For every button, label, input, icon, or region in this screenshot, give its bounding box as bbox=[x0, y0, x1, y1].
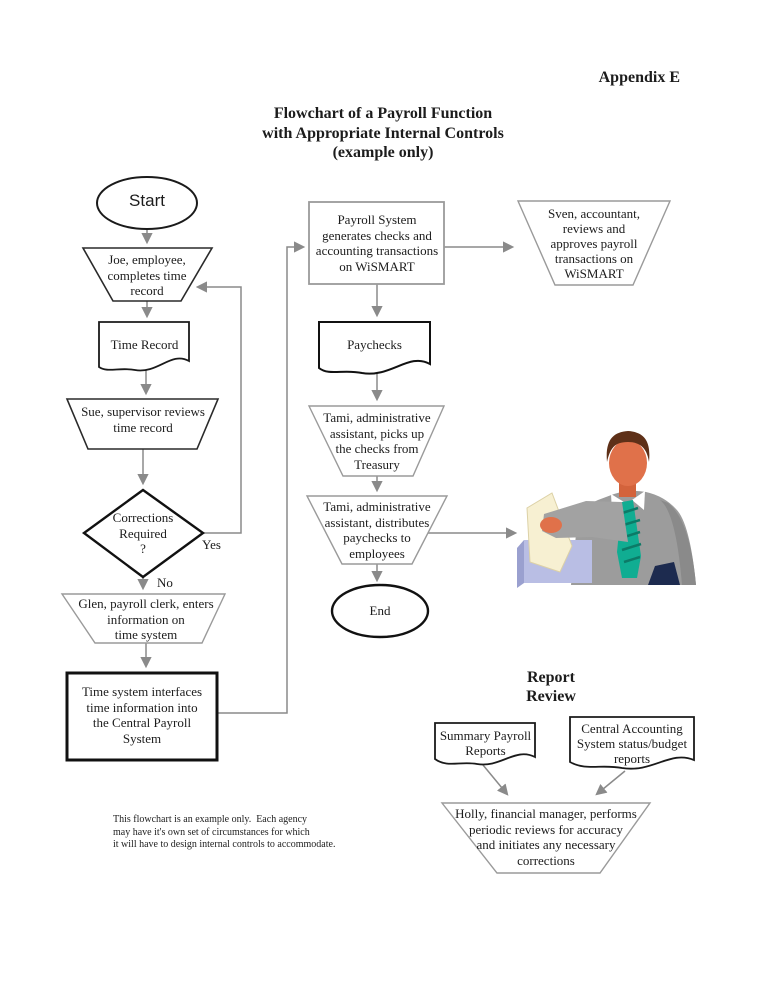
corrections-decision-diamond bbox=[81, 488, 206, 579]
summary-reports-document bbox=[434, 722, 536, 766]
central-payroll-rectangle bbox=[65, 671, 219, 762]
paychecks-document bbox=[318, 321, 431, 375]
glen-trapezoid bbox=[60, 593, 227, 644]
paychecks-label: Paychecks bbox=[347, 337, 402, 352]
report-review-heading: Report Review bbox=[526, 669, 576, 705]
tami-distribute-trapezoid bbox=[305, 495, 449, 565]
holly-trapezoid bbox=[440, 802, 652, 874]
box-side bbox=[517, 540, 524, 588]
decision-label: Corrections Required ? bbox=[112, 510, 174, 556]
time-record-document bbox=[98, 321, 190, 372]
man-head bbox=[609, 440, 647, 486]
joe-label: Joe, employee, completes time record bbox=[107, 252, 187, 298]
central-accounting-document bbox=[569, 716, 695, 770]
tami-distribute-label: Tami, administrative assistant, distribu… bbox=[323, 499, 431, 561]
man-collar-right bbox=[632, 491, 645, 510]
sue-label: Sue, supervisor reviews time record bbox=[81, 404, 205, 435]
joe-trapezoid bbox=[81, 247, 214, 302]
man-dark-detail bbox=[648, 562, 680, 585]
connector-centralpayroll-payrollsystem bbox=[217, 241, 306, 714]
end-label: End bbox=[369, 603, 391, 618]
man-arm bbox=[542, 501, 628, 542]
start-label: Start bbox=[129, 191, 165, 210]
payroll-system-rectangle bbox=[308, 201, 445, 285]
sven-trapezoid bbox=[516, 200, 672, 286]
start-terminator bbox=[96, 176, 198, 230]
end-terminator bbox=[330, 583, 430, 639]
summary-reports-label: Summary Payroll Reports bbox=[439, 728, 532, 758]
payroll-system-label: Payroll System generates checks and acco… bbox=[315, 212, 439, 274]
central-payroll-label: Time system interfaces time information … bbox=[81, 684, 203, 746]
connectors bbox=[137, 229, 626, 796]
connector-yes-feedback bbox=[195, 281, 242, 534]
glen-label: Glen, payroll clerk, enters information … bbox=[78, 596, 214, 642]
man-suit-shadow bbox=[660, 500, 696, 585]
man-hand bbox=[540, 517, 562, 533]
connector-summary-holly bbox=[482, 764, 509, 796]
time-record-label: Time Record bbox=[110, 337, 179, 352]
holly-label: Holly, financial manager, performs perio… bbox=[455, 806, 637, 868]
sven-label: Sven, accountant, reviews and approves p… bbox=[547, 206, 641, 281]
man-clipart-image bbox=[517, 431, 696, 588]
footnote: This flowchart is an example only. Each … bbox=[113, 814, 336, 851]
page-title: Flowchart of a Payroll Function with App… bbox=[262, 105, 504, 161]
tami-pickup-trapezoid bbox=[307, 405, 446, 477]
central-accounting-label: Central Accounting System status/budget … bbox=[576, 721, 688, 766]
sue-trapezoid bbox=[65, 398, 220, 450]
tami-pickup-label: Tami, administrative assistant, picks up… bbox=[323, 410, 431, 472]
man-tie-stripes bbox=[618, 506, 642, 564]
man-hair bbox=[606, 431, 650, 462]
yes-label: Yes bbox=[202, 537, 221, 552]
appendix-label: Appendix E bbox=[598, 69, 680, 86]
no-label: No bbox=[157, 575, 173, 590]
connector-central-holly bbox=[595, 770, 626, 796]
